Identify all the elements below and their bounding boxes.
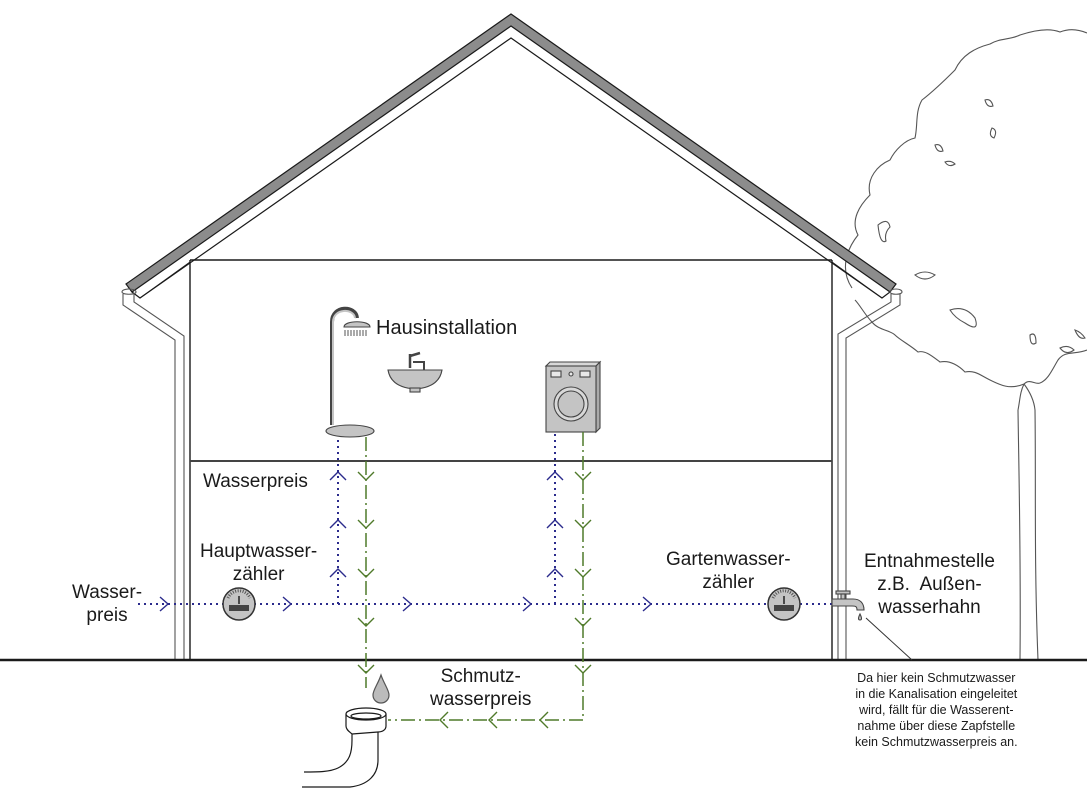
flow-arrow — [329, 568, 347, 578]
label-entnahmestelle: Entnahmestelle z.B. Außen- wasserhahn — [864, 551, 995, 618]
label-schmutzwasserpreis: Schmutz- wasserpreis — [430, 666, 532, 710]
washing-machine-icon — [544, 360, 602, 434]
note-leader-line — [865, 617, 913, 661]
label-wasserpreis-outside: Wasser- preis — [72, 582, 143, 626]
flow-arrow — [522, 596, 533, 612]
roof — [125, 13, 897, 299]
flow-arrow — [159, 596, 170, 612]
flow-arrow — [357, 519, 375, 529]
label-hauptwasserzaehler: Hauptwasser- zähler — [200, 541, 318, 585]
flow-arrow — [546, 471, 564, 481]
garden-water-meter-icon — [767, 587, 801, 621]
flow-arrow — [546, 568, 564, 578]
label-gartenwasserzaehler: Gartenwasser- zähler — [666, 549, 791, 593]
note-text: Da hier kein Schmutzwasser in die Kanali… — [855, 671, 1018, 749]
sewer-pipe-icon — [302, 707, 387, 788]
flow-arrow — [574, 568, 592, 578]
flow-arrow — [357, 664, 375, 674]
waste-water-arrows — [357, 471, 592, 729]
flow-arrow — [357, 471, 375, 481]
flow-arrow — [357, 617, 375, 627]
label-wasserpreis-inside: Wasserpreis — [203, 471, 308, 492]
downpipe-left — [121, 288, 185, 660]
flow-arrow — [574, 617, 592, 627]
water-drop-icon — [372, 673, 390, 704]
flow-arrow — [574, 471, 592, 481]
flow-arrow — [539, 711, 549, 729]
shower-icon — [325, 306, 375, 438]
fresh-water-arrows — [159, 471, 653, 612]
flow-arrow — [574, 664, 592, 674]
flow-arrow — [329, 471, 347, 481]
fresh-water-main-line — [138, 432, 832, 605]
main-water-meter-icon — [222, 587, 256, 621]
flow-arrow — [357, 568, 375, 578]
flow-arrow — [329, 519, 347, 529]
flow-arrow — [546, 519, 564, 529]
flow-arrow — [488, 711, 498, 729]
tree-icon — [844, 29, 1087, 661]
flow-arrow — [402, 596, 413, 612]
flow-arrow — [574, 519, 592, 529]
sink-icon — [387, 351, 443, 393]
flow-arrow — [439, 711, 449, 729]
flow-arrow — [642, 596, 653, 612]
outdoor-tap-icon — [831, 590, 865, 621]
downpipe-right — [837, 288, 903, 660]
flow-arrow — [282, 596, 293, 612]
label-hausinstallation: Hausinstallation — [376, 317, 518, 339]
